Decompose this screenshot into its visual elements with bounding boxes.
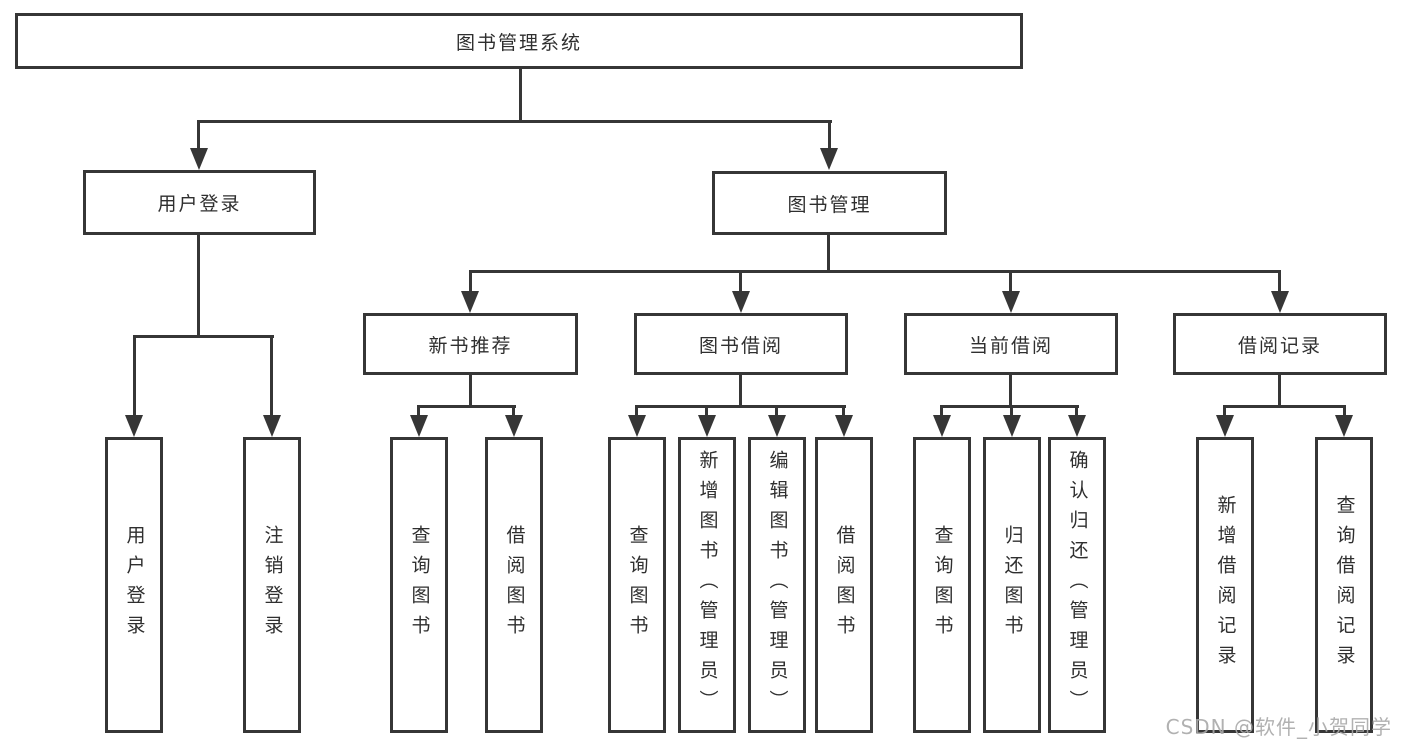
leaf-label: 查询图书 [408, 525, 431, 645]
arrow-down-icon [1271, 291, 1289, 313]
node-label: 新书推荐 [428, 334, 513, 357]
leaf-confirm-return-admin: 确认归还（管理员） [1048, 437, 1106, 733]
connector-line [417, 405, 516, 408]
leaf-label: 查询借阅记录 [1333, 495, 1356, 675]
leaf-query-borrow-record: 查询借阅记录 [1315, 437, 1373, 733]
arrow-down-icon [505, 415, 523, 437]
leaf-label: 确认归还（管理员） [1066, 450, 1089, 720]
arrow-down-icon [1002, 291, 1020, 313]
leaf-label: 查询图书 [931, 525, 954, 645]
connector-line [469, 270, 472, 293]
connector-line [1278, 375, 1281, 407]
node-label: 图书借阅 [698, 334, 783, 357]
leaf-label: 编辑图书（管理员） [766, 450, 789, 720]
node-label: 图书管理系统 [455, 31, 582, 54]
csdn-watermark: CSDN @软件_小贺同学 [1165, 715, 1392, 739]
leaf-query-books-recommend: 查询图书 [390, 437, 448, 733]
leaf-label: 借阅图书 [503, 525, 526, 645]
connector-line [133, 335, 136, 417]
arrow-down-icon [1216, 415, 1234, 437]
connector-line [197, 120, 832, 123]
leaf-query-books-borrowing: 查询图书 [608, 437, 666, 733]
connector-line [417, 405, 420, 417]
arrow-down-icon [125, 415, 143, 437]
leaf-label: 借阅图书 [833, 525, 856, 645]
node-library-management-system: 图书管理系统 [15, 13, 1023, 69]
arrow-down-icon [835, 415, 853, 437]
connector-line [1223, 405, 1226, 417]
connector-line [705, 405, 708, 417]
connector-line [635, 405, 638, 417]
node-new-book-recommendation: 新书推荐 [363, 313, 578, 375]
connector-line [739, 270, 742, 293]
connector-line [842, 405, 845, 417]
arrow-down-icon [732, 291, 750, 313]
connector-line [827, 235, 830, 272]
leaf-user-login: 用户登录 [105, 437, 163, 733]
leaf-add-borrow-record: 新增借阅记录 [1196, 437, 1254, 733]
connector-line [940, 405, 943, 417]
node-label: 图书管理 [787, 193, 872, 216]
arrow-down-icon [1068, 415, 1086, 437]
connector-line [519, 69, 522, 120]
connector-line [940, 405, 1079, 408]
leaf-edit-books-admin: 编辑图书（管理员） [748, 437, 806, 733]
arrow-down-icon [263, 415, 281, 437]
node-label: 借阅记录 [1237, 334, 1322, 357]
connector-line [197, 120, 200, 150]
leaf-label: 注销登录 [261, 525, 284, 645]
arrow-down-icon [768, 415, 786, 437]
leaf-borrow-books-recommend: 借阅图书 [485, 437, 543, 733]
arrow-down-icon [461, 291, 479, 313]
connector-line [1009, 270, 1012, 293]
leaf-logout-login: 注销登录 [243, 437, 301, 733]
connector-line [828, 120, 831, 150]
node-label: 当前借阅 [968, 334, 1053, 357]
arrow-down-icon [820, 148, 838, 170]
connector-line [512, 405, 515, 417]
connector-line [469, 270, 1281, 273]
node-current-borrowing: 当前借阅 [904, 313, 1118, 375]
leaf-return-books: 归还图书 [983, 437, 1041, 733]
node-borrowing-records: 借阅记录 [1173, 313, 1387, 375]
leaf-label: 新增借阅记录 [1214, 495, 1237, 675]
arrow-down-icon [1003, 415, 1021, 437]
connector-line [1278, 270, 1281, 293]
arrow-down-icon [1335, 415, 1353, 437]
connector-line [1343, 405, 1346, 417]
node-book-management: 图书管理 [712, 171, 947, 235]
leaf-query-books-current: 查询图书 [913, 437, 971, 733]
leaf-add-books-admin: 新增图书（管理员） [678, 437, 736, 733]
connector-line [1010, 405, 1013, 417]
arrow-down-icon [410, 415, 428, 437]
connector-line [270, 335, 273, 417]
arrow-down-icon [190, 148, 208, 170]
arrow-down-icon [628, 415, 646, 437]
connector-line [1223, 405, 1346, 408]
leaf-label: 归还图书 [1001, 525, 1024, 645]
leaf-label: 查询图书 [626, 525, 649, 645]
connector-line [469, 375, 472, 407]
arrow-down-icon [933, 415, 951, 437]
connector-line [739, 375, 742, 407]
arrow-down-icon [698, 415, 716, 437]
leaf-label: 用户登录 [123, 525, 146, 645]
connector-line [775, 405, 778, 417]
node-book-borrowing: 图书借阅 [634, 313, 848, 375]
leaf-borrow-books-borrowing: 借阅图书 [815, 437, 873, 733]
connector-line [197, 235, 200, 337]
connector-line [1075, 405, 1078, 417]
connector-line [133, 335, 274, 338]
connector-line [1009, 375, 1012, 407]
leaf-label: 新增图书（管理员） [696, 450, 719, 720]
node-user-login: 用户登录 [83, 170, 316, 235]
node-label: 用户登录 [157, 193, 242, 215]
connector-line [635, 405, 846, 408]
